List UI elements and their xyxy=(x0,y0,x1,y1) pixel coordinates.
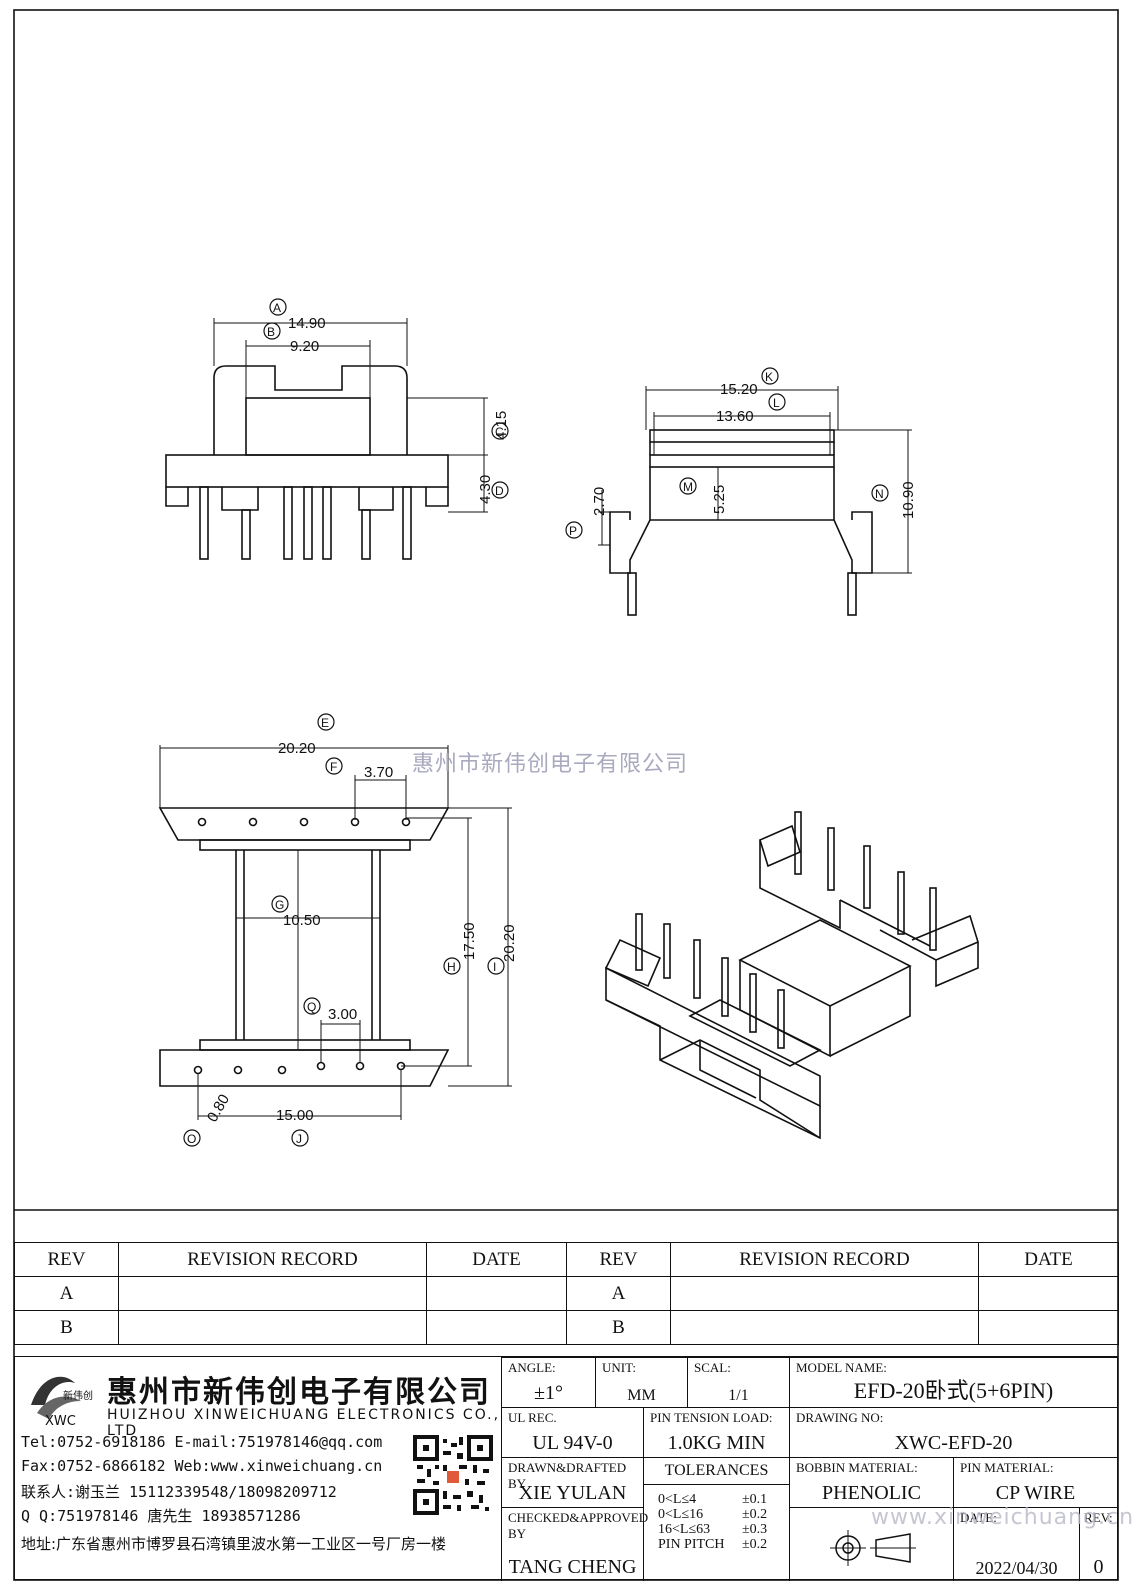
label-L: L xyxy=(773,396,780,410)
pin-material-cell: PIN MATERIAL:CP WIRE xyxy=(953,1457,1117,1507)
qq-line: Q Q:751978146 唐先生 18938571286 xyxy=(21,1507,301,1525)
dim-L: 13.60 xyxy=(716,408,754,425)
contact-line: 联系人:谢玉兰 15112339548/18098209712 xyxy=(21,1483,337,1501)
revision-row: A A xyxy=(14,1276,1119,1311)
web-watermark: www.xinweichuang.cn xyxy=(871,1505,1135,1530)
record-header: REVISION RECORD xyxy=(670,1242,979,1277)
top-view xyxy=(158,745,512,1120)
front-view xyxy=(165,318,488,560)
watermark: 惠州市新伟创电子有限公司 xyxy=(412,752,689,777)
dim-D: 4.30 xyxy=(477,475,494,504)
date-header: DATE xyxy=(426,1242,567,1277)
sheet-border xyxy=(13,9,1119,1581)
record-cell xyxy=(670,1276,979,1311)
address-line: 地址:广东省惠州市博罗县石湾镇里波水第一工业区一号厂房一楼 xyxy=(21,1535,447,1553)
revision-header-row: REV REVISION RECORD DATE REV REVISION RE… xyxy=(14,1242,1119,1277)
rev-header: REV xyxy=(14,1242,119,1277)
label-K: K xyxy=(765,370,773,384)
date-cell xyxy=(426,1276,567,1311)
company-name-en: HUIZHOU XINWEICHUANG ELECTRONICS CO., LT… xyxy=(107,1407,501,1439)
date-cell xyxy=(426,1310,567,1345)
label-P: P xyxy=(569,524,577,538)
isometric-view xyxy=(604,811,979,1140)
label-F: F xyxy=(330,760,337,774)
label-Q: Q xyxy=(307,1000,316,1014)
tension-cell: PIN TENSION LOAD:1.0KG MIN xyxy=(643,1407,789,1457)
rev-cell: B xyxy=(14,1310,119,1345)
dim-Q: 3.00 xyxy=(328,1006,357,1023)
label-I: I xyxy=(493,960,496,974)
label-J: J xyxy=(296,1132,302,1146)
bobbin-cell: BOBBIN MATERIAL:PHENOLIC xyxy=(789,1457,953,1507)
label-H: H xyxy=(447,960,456,974)
rev-cell: B xyxy=(566,1310,671,1345)
side-view xyxy=(598,386,912,616)
dim-B: 9.20 xyxy=(290,338,319,355)
rev-header: REV xyxy=(566,1242,671,1277)
label-M: M xyxy=(683,480,693,494)
rev-cell: REV:0 xyxy=(1079,1507,1117,1581)
dim-G: 10.50 xyxy=(283,912,321,929)
rev-cell: A xyxy=(566,1276,671,1311)
dim-A: 14.90 xyxy=(288,315,326,332)
svg-text:新伟创: 新伟创 xyxy=(63,1389,93,1402)
dim-F: 3.70 xyxy=(364,764,393,781)
revision-table: REV REVISION RECORD DATE REV REVISION RE… xyxy=(14,1242,1119,1345)
date-cell xyxy=(978,1310,1119,1345)
label-C: C xyxy=(495,425,504,439)
rev-cell: A xyxy=(14,1276,119,1311)
projection-symbol-cell xyxy=(789,1507,953,1581)
dim-C: 4.15 xyxy=(493,411,510,440)
record-cell xyxy=(118,1276,427,1311)
model-cell: MODEL NAME:EFD-20卧式(5+6PIN) xyxy=(789,1357,1117,1407)
label-A: A xyxy=(273,301,281,315)
dim-K: 15.20 xyxy=(720,381,758,398)
dim-O: 0.80 xyxy=(204,1091,233,1125)
dimension-labels: A 14.90 B 9.20 4.15 C 4.30 D 15.20 K 13.… xyxy=(183,298,917,1147)
dim-I: 20.20 xyxy=(501,924,518,962)
dim-H: 17.50 xyxy=(461,922,478,960)
date-cell xyxy=(978,1276,1119,1311)
fax-line: Fax:0752-6866182 Web:www.xinweichuang.cn xyxy=(21,1457,383,1475)
scale-cell: SCAL:1/1 xyxy=(687,1357,789,1407)
tel-line: Tel:0752-6918186 E-mail:751978146@qq.com xyxy=(21,1433,383,1451)
dim-P: 2.70 xyxy=(591,487,608,516)
date-header: DATE xyxy=(978,1242,1119,1277)
label-D: D xyxy=(495,484,504,498)
projection-symbol-icon xyxy=(830,1530,916,1566)
date-cell: DATE:2022/04/30 xyxy=(953,1507,1079,1581)
company-logo: 新伟创 XWC xyxy=(31,1376,93,1427)
label-G: G xyxy=(275,898,284,912)
svg-text:XWC: XWC xyxy=(45,1414,76,1427)
dim-M: 5.25 xyxy=(711,485,728,514)
dim-J: 15.00 xyxy=(276,1107,314,1124)
record-header: REVISION RECORD xyxy=(118,1242,427,1277)
unit-cell: UNIT:MM xyxy=(595,1357,687,1407)
dim-N: 10.90 xyxy=(900,481,917,519)
record-cell xyxy=(670,1310,979,1345)
label-E: E xyxy=(321,716,329,730)
label-N: N xyxy=(875,487,884,501)
record-cell xyxy=(118,1310,427,1345)
company-info: 新伟创 XWC 惠州市新伟创电子有限公司 HUIZHOU XINWEICHUAN… xyxy=(15,1357,501,1581)
angle-cell: ANGLE:±1° xyxy=(501,1357,595,1407)
dim-E: 20.20 xyxy=(278,740,316,757)
tolerance-cell: TOLERANCES 0<L≤4±0.1 0<L≤16±0.2 16<L≤63±… xyxy=(643,1457,789,1581)
company-name-cn: 惠州市新伟创电子有限公司 xyxy=(107,1375,491,1410)
label-O: O xyxy=(187,1132,196,1146)
label-B: B xyxy=(267,325,275,339)
drawing-no-cell: DRAWING NO:XWC-EFD-20 xyxy=(789,1407,1117,1457)
revision-row: B B xyxy=(14,1310,1119,1345)
title-block: 新伟创 XWC 惠州市新伟创电子有限公司 HUIZHOU XINWEICHUAN… xyxy=(14,1356,1133,1581)
qr-code xyxy=(413,1435,493,1515)
ul-cell: UL REC.UL 94V-0 xyxy=(501,1407,643,1457)
